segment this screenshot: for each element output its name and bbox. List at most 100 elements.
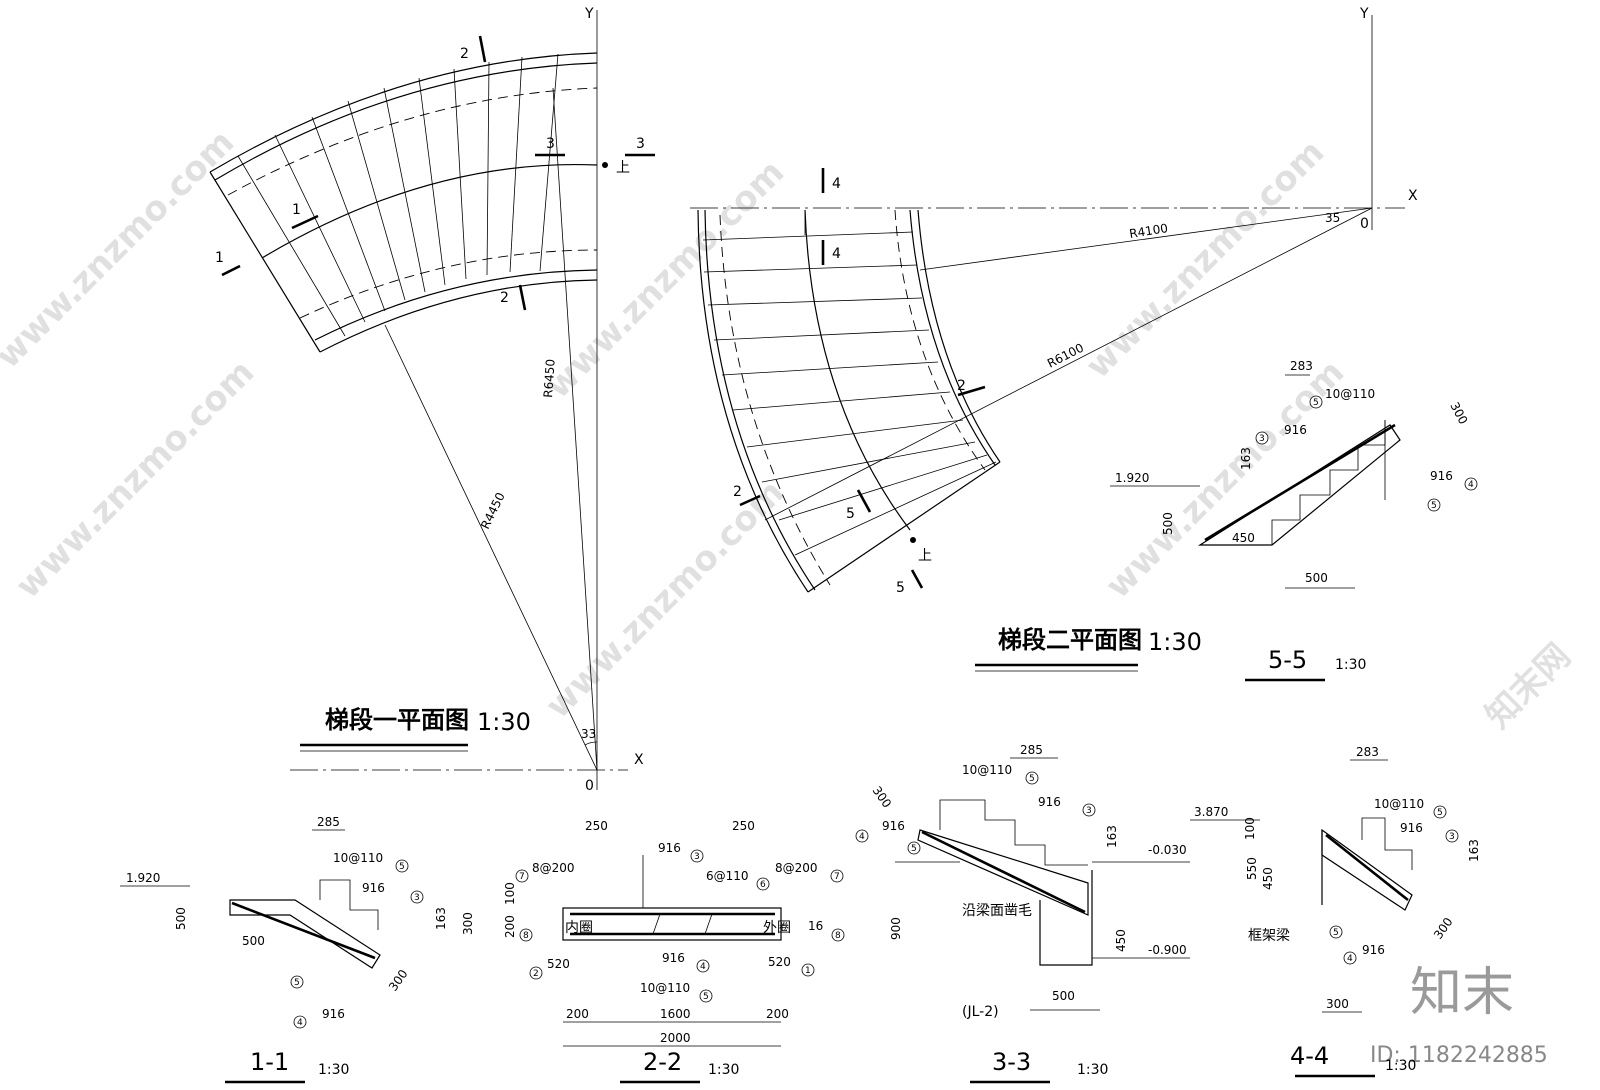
level-1920: 1.920 [126,871,160,885]
mark-1-num: 1 [805,966,811,976]
stair-steps [1271,420,1386,545]
dim-1600: 1600 [660,1007,691,1021]
rebar-top: 10@110 [333,851,383,865]
inner-ring-label: 内圈 [565,920,593,936]
outer-edge-arc [697,209,809,593]
dim-500: 500 [1052,989,1075,1003]
stair-steps [1361,817,1413,870]
rebar-916: 916 [362,881,385,895]
mark-5 [907,841,921,855]
mark-3 [1082,803,1096,817]
mark-4-num: 4 [1347,954,1353,964]
outer-hidden-arc [719,214,831,586]
dim-500-vertical: 500 [174,907,188,930]
plan-2: Y X 0 R4100 R6100 35 上 [690,6,1418,672]
origin-label: 0 [1360,216,1369,232]
mark-5-num: 5 [399,862,405,872]
mark-8-num: 8 [835,931,841,941]
mark-5-num: 5 [703,992,709,1002]
mark-6 [756,877,770,891]
dim-285: 285 [317,815,340,829]
mark-5-num: 5 [1029,774,1035,784]
dim-163: 163 [1239,447,1253,470]
cut-1-label: 1 [215,250,224,266]
inner-hidden-arc [299,249,598,319]
dim-2000: 2000 [660,1031,691,1045]
mark-4 [1343,951,1357,965]
rebar-main [1325,833,1409,902]
mark-3 [410,890,424,904]
mark-5 [699,989,713,1003]
treads [702,231,997,556]
watermark-text: www.znzmo.com [538,152,792,406]
watermark-text: www.znzmo.com [0,122,242,376]
mark-3 [1445,829,1459,843]
cut-2-label: 2 [500,290,509,306]
cut-4-label: 4 [832,246,841,262]
rebar-8at200: 8@200 [775,861,818,875]
watermark-text: 知末网 [1478,636,1578,736]
rebar-916: 916 [1038,795,1061,809]
stair-slab [229,899,381,969]
dim-500: 500 [242,934,265,948]
mark-2-num: 2 [533,969,539,979]
dim-300: 300 [1447,400,1470,427]
section-1-1: 285 10@110 5 916 3 1.920 500 500 5 300 4… [120,815,424,1084]
radius-outer-label: R6100 [1045,341,1086,371]
dim-163: 163 [1105,825,1119,848]
mark-5-num: 5 [1313,398,1319,408]
cut-2-right [957,385,986,397]
watermark-text: www.znzmo.com [1078,132,1332,386]
level-1920: 1.920 [1115,471,1149,485]
mark-5 [395,859,409,873]
radius-line-outer [764,207,1373,521]
treads [237,53,559,337]
stair-steps [939,799,1088,866]
mark-5-num: 5 [1333,928,1339,938]
radius-inner-label: R4450 [478,490,508,531]
inner-edge-arc [319,279,598,353]
rebar-top: 10@110 [1374,797,1424,811]
watermark-text: www.znzmo.com [8,352,262,606]
rebar-main [921,830,1086,914]
section-2-2: 250 250 916 3 7 8@200 6@110 6 8@200 7 10… [434,819,845,1084]
mark-2 [529,966,543,980]
rebar-916-top: 916 [658,841,681,855]
dim-300: 300 [1431,915,1456,942]
dim-300: 300 [386,967,411,994]
y-axis-label: Y [584,6,594,22]
mark-5-num: 5 [1437,808,1443,818]
cut-1-upper [291,214,319,230]
mark-8 [831,928,845,942]
radius-line-inner [919,207,1373,271]
mark-4 [293,1015,307,1029]
rough-surface-note: 沿梁面凿毛 [962,903,1032,919]
plan-1-scale: 1:30 [477,708,531,736]
dim-283: 283 [1356,745,1379,759]
x-axis-label: X [634,752,644,768]
rebar-top: 10@110 [1325,387,1375,401]
mark-5 [1433,805,1447,819]
cut-2-left [739,494,761,507]
dim-450: 450 [1261,867,1275,890]
cut-5-label: 5 [846,506,855,522]
walking-line-arc [804,209,911,531]
dim-900: 900 [889,917,903,940]
outer-stringer-arc [704,209,816,591]
x-axis-label: X [1408,188,1418,204]
beam [1039,870,1093,966]
dim-300-bottom: 300 [1326,997,1349,1011]
outer-edge-arc [209,52,598,173]
mark-6-num: 6 [760,880,766,890]
mark-7-num: 7 [834,872,840,882]
level-3870: 3.870 [1194,805,1228,819]
rebar-916-top: 916 [1284,423,1307,437]
angle-arc [584,741,598,746]
inner-stringer-arc [314,269,598,341]
rebar-10at110: 10@110 [640,981,690,995]
cut-2-label: 2 [733,484,742,500]
watermark-text: www.znzmo.com [538,472,792,726]
dim-300: 300 [870,784,895,811]
mark-7-num: 7 [519,872,525,882]
